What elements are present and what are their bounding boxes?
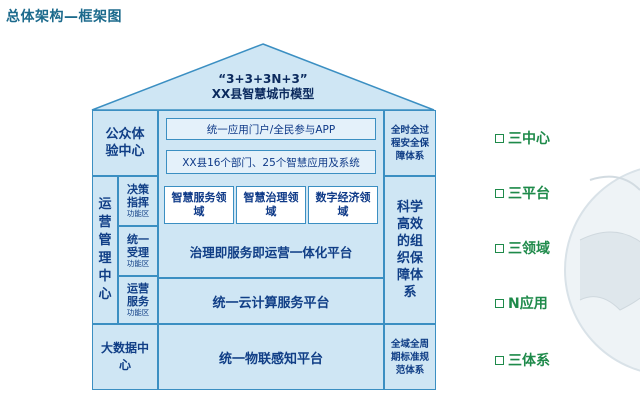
organization-assurance-system: 科学高效的组织保障体系 [384, 176, 436, 324]
checkbox-icon [495, 188, 504, 198]
legend-label: 三中心 [508, 131, 550, 147]
legend-item-three-centers: 三中心 [495, 128, 550, 148]
public-experience-center: 公众体验中心 [92, 110, 158, 176]
ops-management-center: 运营管理中心 [92, 176, 118, 324]
standards-system: 全域全周期标准规范体系 [384, 324, 436, 390]
roof-formula: “3+3+3N+3” [218, 72, 308, 86]
legend-label: 三领域 [508, 241, 550, 257]
zone-sub-label: 功能区 [126, 259, 150, 268]
zone-label: 决策指挥 [127, 183, 149, 209]
roof-text: “3+3+3N+3” XX县智慧城市模型 [150, 72, 376, 102]
zone-label: 运营服务 [127, 282, 149, 308]
globe-decoration [564, 168, 640, 372]
unified-acceptance-zone: 统一受理 功能区 [118, 226, 158, 276]
legend-item-three-platforms: 三平台 [495, 183, 550, 203]
zone-label: 统一受理 [127, 233, 149, 259]
smart-governance-domain: 智慧治理领域 [236, 186, 306, 224]
legend-item-three-systems: 三体系 [495, 350, 550, 370]
bigdata-center: 大数据中心 [92, 324, 158, 390]
zone-sub-label: 功能区 [126, 308, 150, 317]
cloud-computing-platform: 统一云计算服务平台 [158, 278, 384, 324]
ops-service-zone: 运营服务 功能区 [118, 276, 158, 324]
checkbox-icon [495, 355, 504, 365]
legend-item-three-domains: 三领域 [495, 238, 550, 258]
page-title: 总体架构—框架图 [6, 9, 122, 25]
legend-label: 三平台 [508, 186, 550, 202]
security-assurance-system: 全时全过程安全保障体系 [384, 110, 436, 176]
digital-economy-domain: 数字经济领域 [308, 186, 378, 224]
unified-portal: 统一应用门户/全民参与APP [166, 118, 376, 140]
legend-label: 三体系 [508, 353, 550, 369]
iot-sensing-platform: 统一物联感知平台 [158, 324, 384, 390]
decision-command-zone: 决策指挥 功能区 [118, 176, 158, 226]
checkbox-icon [495, 298, 504, 308]
departments-apps: XX县16个部门、25个智慧应用及系统 [166, 150, 376, 174]
legend-item-n-applications: N应用 [495, 293, 548, 313]
roof-model-title: XX县智慧城市模型 [211, 87, 315, 101]
zone-sub-label: 功能区 [126, 209, 150, 218]
checkbox-icon [495, 133, 504, 143]
integrated-ops-platform: 治理即服务即运营一体化平台 [189, 244, 353, 260]
smart-service-domain: 智慧服务领域 [164, 186, 234, 224]
checkbox-icon [495, 243, 504, 253]
legend-label: N应用 [508, 296, 548, 312]
